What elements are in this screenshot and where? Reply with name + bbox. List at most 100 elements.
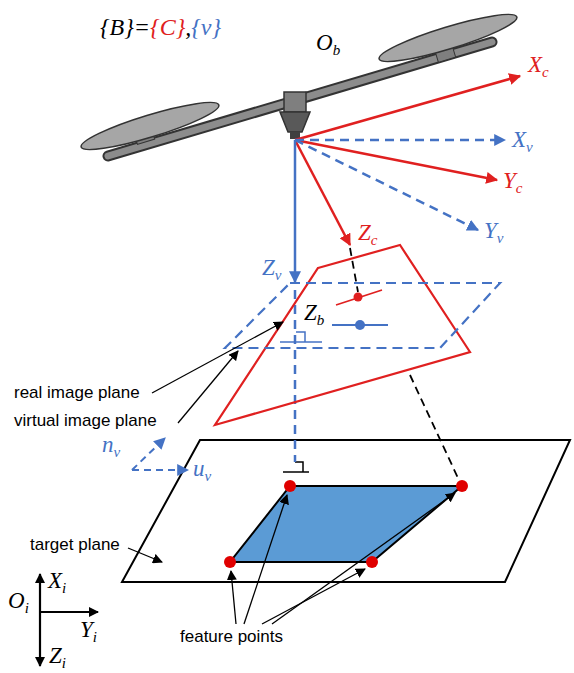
quadrotor [78, 94, 222, 157]
axis-label: Zv [262, 255, 281, 284]
virtual-image-plane [225, 283, 500, 348]
axis-label: uv [193, 456, 211, 485]
symbol-subscript: c [371, 232, 378, 248]
symbol-main: O [316, 30, 333, 55]
symbol-subscript: v [205, 468, 212, 484]
inertial-axes [40, 611, 98, 613]
principal-points [336, 290, 382, 305]
inertial-axes [39, 612, 41, 666]
symbol-main: Y [80, 617, 93, 642]
symbol-main: Z [304, 300, 317, 325]
virtual-axes [295, 140, 505, 462]
symbol-subscript: v [275, 267, 282, 283]
virtual-axes [294, 290, 297, 462]
optical-ray [350, 248, 358, 292]
axis-label: nv [102, 432, 120, 461]
symbol-main: Z [262, 255, 275, 280]
symbol-main: Z [49, 643, 62, 668]
symbol-main: u [193, 456, 205, 481]
plane-label: virtual image plane [14, 412, 157, 431]
axis-label: Yc [503, 168, 522, 197]
symbol-main: X [512, 127, 526, 152]
projection-ray [410, 375, 458, 478]
frame-part: {v} [191, 14, 221, 40]
symbol-subscript: v [497, 230, 504, 246]
perpendicular-mark [296, 332, 305, 342]
quadrotor [78, 6, 520, 157]
perpendicular-mark [280, 332, 322, 342]
symbol-subscript: v [114, 444, 121, 460]
target-plane [230, 486, 462, 562]
virtual-axes [294, 140, 297, 282]
symbol-main: Z [358, 220, 371, 245]
axis-label: Zb [304, 300, 324, 329]
image-axes [132, 469, 188, 471]
quadrotor [376, 6, 520, 69]
camera-axes [295, 140, 497, 180]
perpendicular-mark [283, 471, 309, 473]
symbol-subscript: i [62, 580, 66, 596]
axis-label: Xc [528, 52, 549, 81]
target-plane [122, 440, 570, 582]
leader-line [152, 322, 283, 393]
symbol-subscript: b [317, 312, 325, 328]
symbol-main: Y [484, 218, 497, 243]
camera-axes [295, 140, 350, 245]
axis-label: Xv [512, 127, 533, 156]
feature-point [284, 480, 296, 492]
axis-label: Yv [484, 218, 503, 247]
feature-point [224, 480, 468, 568]
principal-points [332, 290, 388, 330]
callout-label: feature points [180, 628, 283, 647]
axis-label: Zi [49, 643, 66, 672]
image-axes [132, 438, 165, 470]
frame-part: , [185, 14, 191, 40]
symbol-main: X [48, 568, 62, 593]
frame-part: {B}= [100, 14, 150, 40]
quadrotor [280, 112, 310, 132]
feature-point [224, 556, 236, 568]
real-image-plane [215, 245, 470, 425]
origin-label: Ob [316, 30, 340, 59]
symbol-subscript: b [333, 42, 341, 58]
symbol-main: Y [503, 168, 516, 193]
leader-line [272, 493, 455, 624]
leader-line [262, 569, 365, 624]
frame-part: {C} [150, 14, 185, 40]
feature-point [456, 480, 468, 492]
frame-set: {B}={C},{v} [100, 14, 221, 40]
symbol-main: X [528, 52, 542, 77]
symbol-subscript: i [62, 655, 66, 671]
perpendicular-mark [283, 462, 309, 472]
perpendicular-mark [295, 462, 303, 472]
principal-points [354, 293, 363, 302]
symbol-main: n [102, 432, 114, 457]
plane-label: target plane [30, 536, 120, 555]
perpendicular-mark [280, 341, 322, 343]
image-axes [132, 438, 188, 470]
symbol-subscript: i [93, 629, 97, 645]
leader-line [244, 495, 287, 624]
plane-label: real image plane [14, 384, 140, 403]
quadrotor [284, 92, 306, 112]
principal-points [355, 320, 365, 330]
leader-line [128, 548, 162, 562]
leader-line [128, 322, 455, 624]
symbol-main: O [8, 588, 25, 613]
symbol-subscript: c [516, 180, 523, 196]
target-plane [122, 440, 570, 582]
symbol-subscript: v [526, 139, 533, 155]
axis-label: Yi [80, 617, 97, 646]
origin-label: Oi [8, 588, 29, 617]
symbol-subscript: c [542, 64, 549, 80]
axis-label: Zc [358, 220, 377, 249]
virtual-axes [295, 139, 505, 142]
symbol-subscript: i [25, 600, 29, 616]
feature-point [366, 556, 378, 568]
virtual-axes [295, 140, 478, 230]
camera-axes [295, 76, 520, 245]
inertial-axes [39, 574, 41, 612]
leader-line [231, 571, 236, 624]
